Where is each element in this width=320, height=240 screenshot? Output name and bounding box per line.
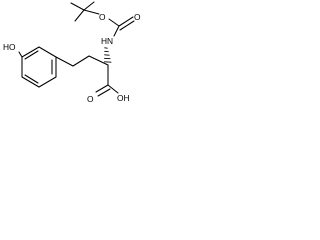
stereo-bond-hashed [103, 47, 112, 63]
atom-label-acid-carbonyl-oxygen: O [87, 94, 94, 104]
atom-label-phenol-hydroxyl: HO [3, 42, 16, 52]
chemical-structure: O O HN O OH HO [3, 1, 141, 104]
bond-carbonyl-carbon-n [113, 25, 120, 37]
bond-gamma-ring [55, 56, 74, 67]
bond-ring-hydroxyl [18, 51, 23, 58]
bond-carboxyl-oh [107, 84, 119, 94]
bond-beta-gamma [72, 55, 90, 67]
bond-o-carbonyl-carbon [108, 18, 120, 27]
atom-label-boc-carbonyl-oxygen: O [134, 12, 141, 22]
ring-inner-double-2 [24, 74, 39, 84]
bond-carboxyl-double-a [95, 84, 109, 93]
bond-tbu-methyl-1 [70, 2, 85, 11]
atom-label-amine: HN [101, 36, 113, 46]
atom-label-carbamate-oxygen: O [99, 12, 106, 22]
bond-tbu-methyl-2 [83, 1, 95, 11]
ring-bond-6 [38, 46, 57, 58]
ring-inner-double-3 [24, 50, 39, 60]
atom-label-acid-hydroxyl: OH [117, 93, 130, 103]
carbamate-group [108, 16, 135, 37]
ring-bond-2 [38, 76, 57, 88]
tert-butyl-group [70, 1, 100, 22]
bond-carboxyl-double-b [97, 88, 111, 97]
bond-carbonyl-double-a [118, 16, 134, 27]
bond-carbonyl-double-b [119, 20, 135, 31]
benzene-ring [21, 46, 57, 88]
ethylene-linker [55, 55, 109, 67]
carboxylic-acid-group [95, 64, 119, 97]
ring-bond-3 [21, 76, 40, 88]
bond-tbu-methyl-3 [74, 9, 85, 22]
bond-tbu-o [83, 9, 100, 15]
bond-alpha-beta [88, 55, 109, 66]
ring-bond-5 [21, 46, 40, 58]
